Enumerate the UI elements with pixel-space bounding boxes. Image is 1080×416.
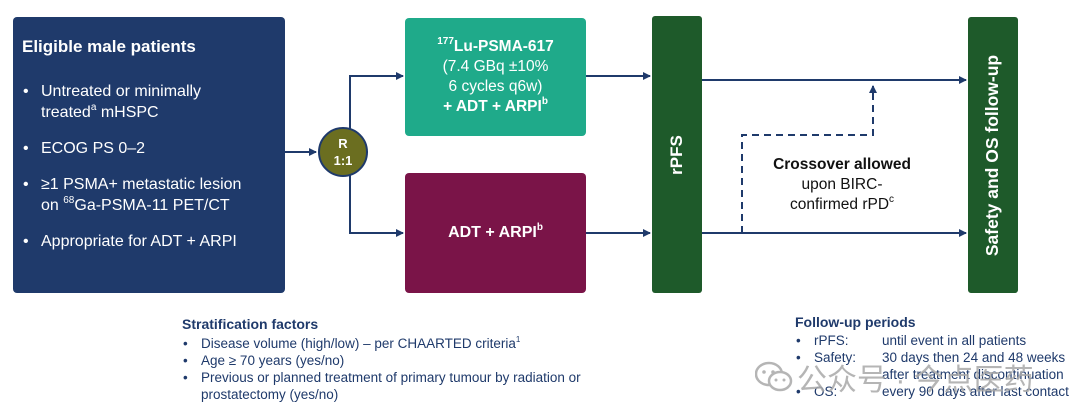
- followup-periods-section: Follow-up periods rPFS: until event in a…: [795, 314, 1077, 400]
- criterion-psma-lesion: ≥1 PSMA+ metastatic lesion on 68Ga-PSMA-…: [22, 174, 277, 216]
- wechat-icon: [755, 361, 793, 392]
- followup-item-rpfs: rPFS: until event in all patients: [795, 332, 1077, 349]
- followup-bar: Safety and OS follow-up: [968, 17, 1018, 293]
- followup-periods-title: Follow-up periods: [795, 314, 916, 330]
- followup-item-os: OS: every 90 days after last contact: [795, 383, 1077, 400]
- rpfs-bar: rPFS: [652, 16, 702, 293]
- rpfs-label: rPFS: [667, 134, 686, 175]
- stratification-section: Stratification factors Disease volume (h…: [182, 316, 652, 403]
- randomization-node: R 1:1: [318, 127, 368, 177]
- control-arm-box: ADT + ARPIb: [405, 173, 586, 293]
- stratification-item-age: Age ≥ 70 years (yes/no): [182, 352, 652, 369]
- connector-to-experimental-arm: [349, 72, 404, 152]
- crossover-line2: upon BIRC-: [801, 176, 883, 193]
- eligibility-title: Eligible male patients: [22, 37, 196, 56]
- eligibility-criteria-list: Untreated or minimally treateda mHSPC EC…: [22, 81, 277, 252]
- criterion-adt-arpi: Appropriate for ADT + ARPI: [22, 231, 277, 252]
- experimental-arm-cycles: 6 cycles q6w): [448, 78, 543, 95]
- criterion-mhspc: Untreated or minimally treateda mHSPC: [22, 81, 277, 123]
- crossover-note: Crossover allowed upon BIRC- confirmed r…: [752, 155, 932, 215]
- watermark-text: 公众号 · 今点医药: [797, 364, 1034, 397]
- crossover-dashed-path: [741, 85, 877, 233]
- connector-to-control-arm: [349, 152, 404, 237]
- stratification-item-prior-treatment: Previous or planned treatment of primary…: [182, 369, 652, 403]
- followup-label: Safety and OS follow-up: [982, 54, 1003, 256]
- randomization-label: R: [338, 136, 348, 151]
- followup-item-safety: Safety: 30 days then 24 and 48 weeksafte…: [795, 349, 1077, 383]
- stratification-title: Stratification factors: [182, 316, 319, 332]
- stratification-list: Disease volume (high/low) – per CHAARTED…: [182, 335, 652, 403]
- eligibility-box: Eligible male patients Untreated or mini…: [13, 17, 285, 293]
- crossover-line3: confirmed rPDc: [789, 193, 895, 213]
- stratification-item-disease-volume: Disease volume (high/low) – per CHAARTED…: [182, 335, 652, 352]
- watermark: 公众号 · 今点医药: [755, 355, 1034, 399]
- experimental-arm-drug: 177Lu-PSMA-617: [437, 35, 554, 55]
- randomization-ratio: 1:1: [333, 153, 353, 168]
- experimental-arm-dose: (7.4 GBq ±10%: [442, 58, 549, 75]
- crossover-title: Crossover allowed: [773, 156, 911, 173]
- experimental-arm-combo: + ADT + ARPIb: [443, 95, 548, 115]
- followup-periods-list: rPFS: until event in all patients Safety…: [795, 332, 1077, 400]
- criterion-ecog: ECOG PS 0–2: [22, 138, 277, 159]
- experimental-arm-box: 177Lu-PSMA-617 (7.4 GBq ±10% 6 cycles q6…: [405, 18, 586, 136]
- control-arm-label: ADT + ARPIb: [448, 221, 543, 241]
